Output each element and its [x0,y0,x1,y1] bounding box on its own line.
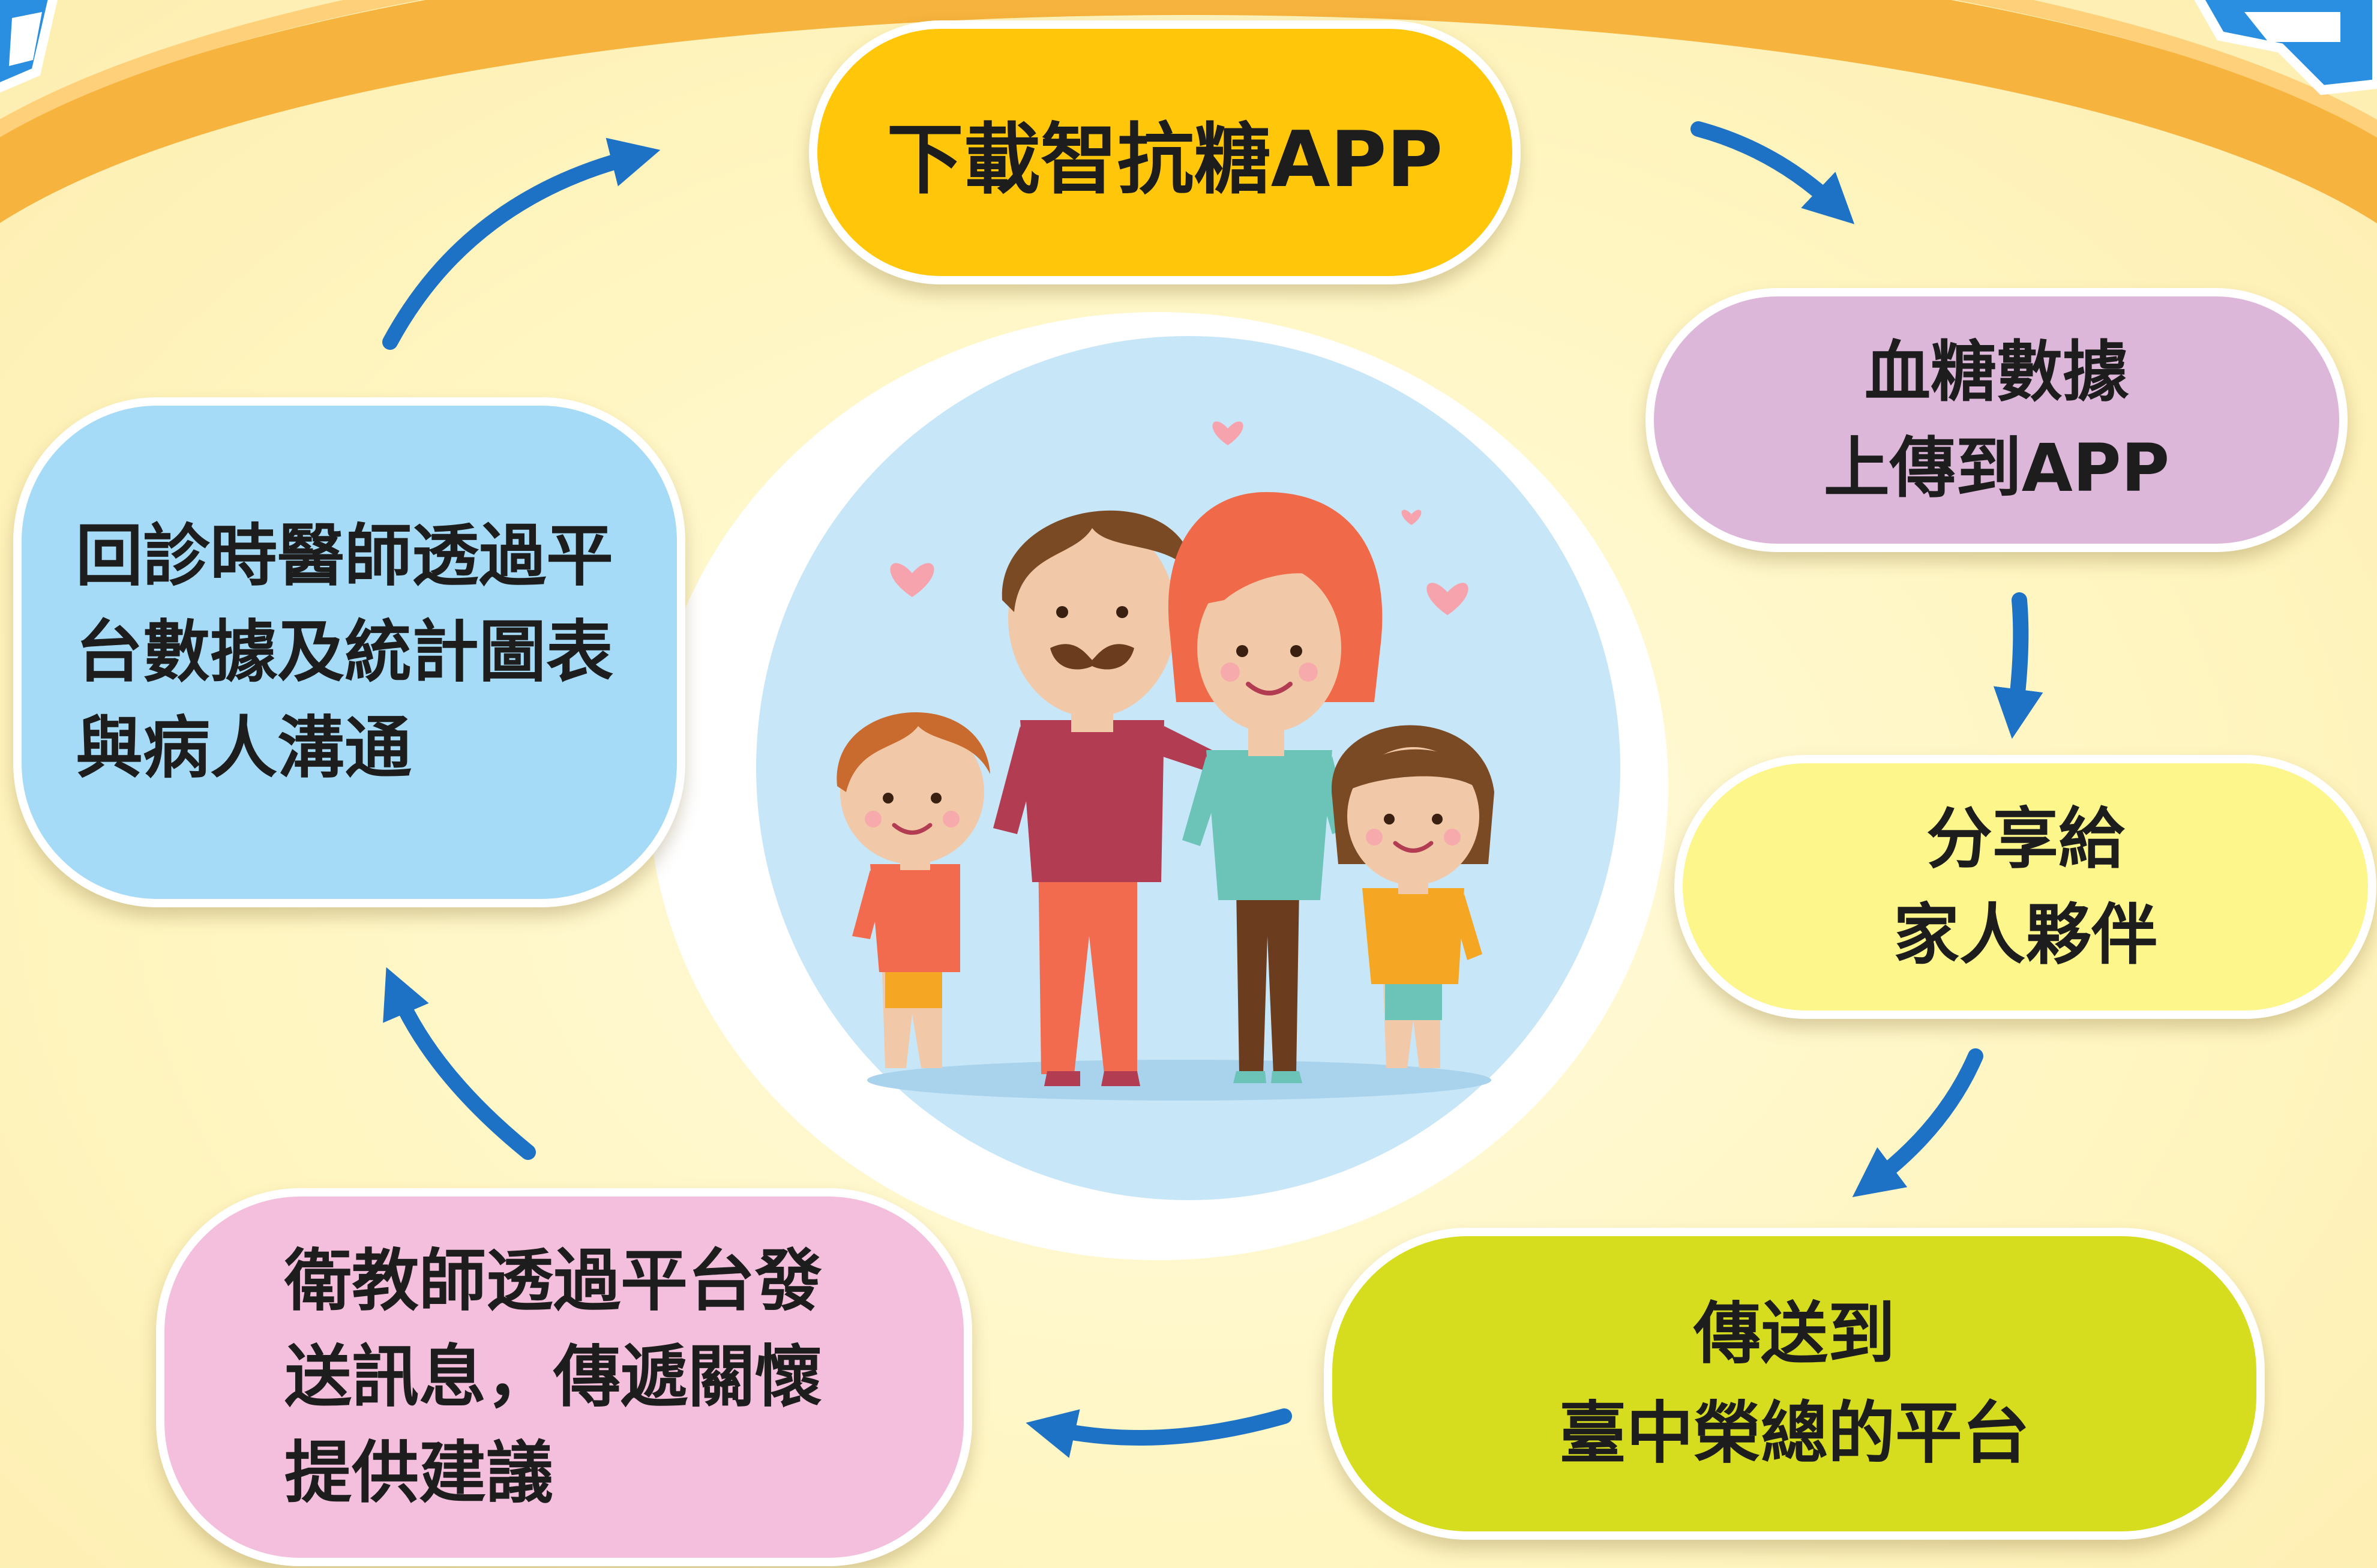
step-text-line: 送訊息，傳遞關懷 [284,1338,822,1416]
step-doctor-visit: 回診時醫師透過平 台數據及統計圖表 與病人溝通 [13,397,685,907]
step-text-line: 分享給 [1926,801,2124,877]
cycle-arrow-icon [1993,592,2043,739]
step-educator-message: 衛教師透過平台發 送訊息，傳遞關懷 提供建議 [156,1188,972,1566]
boy-figure [837,712,990,1068]
step-send-platform: 傳送到 臺中榮總的平台 [1324,1228,2265,1540]
decorative-arc [0,0,2377,224]
step-text-line: 回診時醫師透過平 [76,517,613,595]
heart-icon [890,563,934,597]
step-text-line: 提供建議 [284,1434,553,1512]
girl-figure [1331,725,1494,1068]
heart-icon [1426,583,1468,615]
father-figure [993,510,1224,1086]
step-text-line: 臺中榮總的平台 [1559,1395,2030,1473]
heart-icon [1212,421,1243,445]
step-text-line: 衛教師透過平台發 [284,1242,822,1320]
step-text-line: 台數據及統計圖表 [76,613,613,691]
cycle-arrow-icon [1026,1408,1292,1458]
cycle-arrow-icon [1690,121,1855,224]
step-text-line: 血糖數據 [1865,334,2129,410]
title-fragment-right [2194,0,2377,95]
cycle-arrow-icon [383,967,536,1160]
step-share-family: 分享給 家人夥伴 [1674,755,2376,1019]
step-text-line: 上傳到APP [1823,430,2170,506]
cycle-arrow-icon [1852,1048,1983,1197]
decorative-arc-highlight [0,0,2377,138]
cycle-arrow-icon [382,137,661,350]
step-download-app: 下載智抗糖APP [809,20,1521,284]
step-text-line: 與病人溝通 [76,709,412,787]
heart-icon [1401,509,1422,525]
step-text-line: 家人夥伴 [1893,897,2157,973]
step-upload-data: 血糖數據 上傳到APP [1645,288,2348,552]
title-fragment-left [0,0,58,93]
step-text-line: 下載智抗糖APP [886,115,1443,205]
family-illustration [837,492,1494,1101]
step-text-line: 傳送到 [1693,1295,1895,1373]
